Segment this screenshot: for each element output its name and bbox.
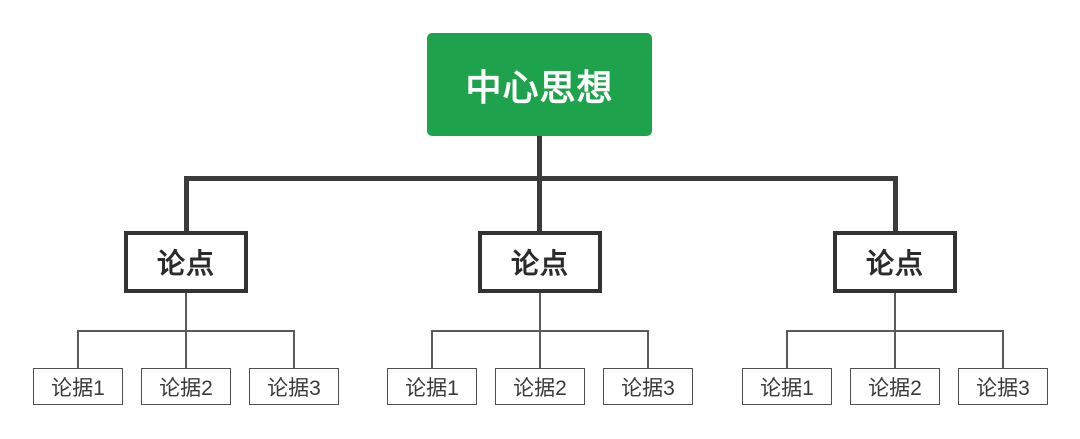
- level1-horizontal-line: [184, 176, 898, 181]
- leaf-node-1-1: 论据1: [33, 368, 123, 405]
- left-group-drop-line-2: [185, 330, 187, 368]
- branch-node-1: 论点: [124, 231, 248, 293]
- leaf-node-2-3: 论据3: [603, 368, 693, 405]
- left-group-stem-line: [185, 293, 187, 332]
- right-group-stem-line: [894, 293, 896, 332]
- center-group-drop-line-3: [647, 330, 649, 368]
- leaf-node-2-2: 论据2: [495, 368, 585, 405]
- left-group-drop-line-1: [77, 330, 79, 368]
- leaf-node-3-1: 论据1: [742, 368, 832, 405]
- center-group-stem-line: [539, 293, 541, 332]
- branch-node-2: 论点: [478, 231, 602, 293]
- leaf-node-2-1: 论据1: [387, 368, 477, 405]
- right-group-drop-line-2: [894, 330, 896, 368]
- right-group-drop-line-1: [786, 330, 788, 368]
- left-branch-drop-line: [184, 176, 189, 233]
- center-group-drop-line-2: [539, 330, 541, 368]
- leaf-node-3-2: 论据2: [850, 368, 940, 405]
- trunk-vertical-line: [537, 136, 542, 233]
- leaf-node-1-3: 论据3: [249, 368, 339, 405]
- leaf-node-3-3: 论据3: [958, 368, 1048, 405]
- leaf-node-1-2: 论据2: [141, 368, 231, 405]
- left-group-drop-line-3: [293, 330, 295, 368]
- right-group-drop-line-3: [1002, 330, 1004, 368]
- center-group-drop-line-1: [431, 330, 433, 368]
- branch-node-3: 论点: [833, 231, 957, 293]
- central-idea-node: 中心思想: [427, 33, 652, 136]
- right-branch-drop-line: [893, 176, 898, 233]
